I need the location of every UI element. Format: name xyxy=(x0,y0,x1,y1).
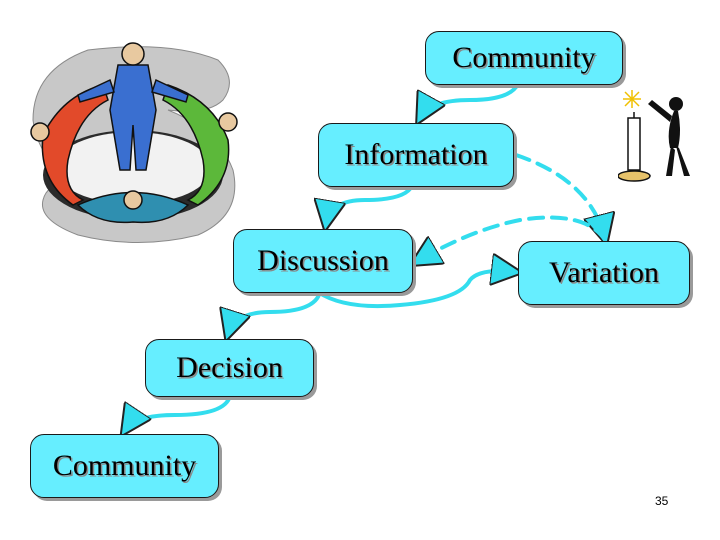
arrow-discussion-to-decision xyxy=(228,290,322,334)
node-information: Information xyxy=(318,123,514,187)
node-community-top: Community xyxy=(425,31,623,85)
arrow-variation-to-discussion xyxy=(416,215,607,263)
arrow-information-to-variation xyxy=(514,153,605,238)
node-decision: Decision xyxy=(145,339,314,397)
node-discussion: Discussion xyxy=(233,229,413,293)
people-circle-icon xyxy=(30,42,238,243)
arrow-discussion-to-variation xyxy=(316,271,515,309)
arrow-information-to-discussion xyxy=(326,184,414,224)
arrow-decision-to-community xyxy=(125,394,232,430)
page-number: 35 xyxy=(655,494,669,508)
node-variation: Variation xyxy=(518,241,690,305)
arrow-community-to-information xyxy=(420,82,520,118)
node-community-bottom: Community xyxy=(30,434,219,498)
figure-lighting-candle-icon xyxy=(618,90,690,182)
